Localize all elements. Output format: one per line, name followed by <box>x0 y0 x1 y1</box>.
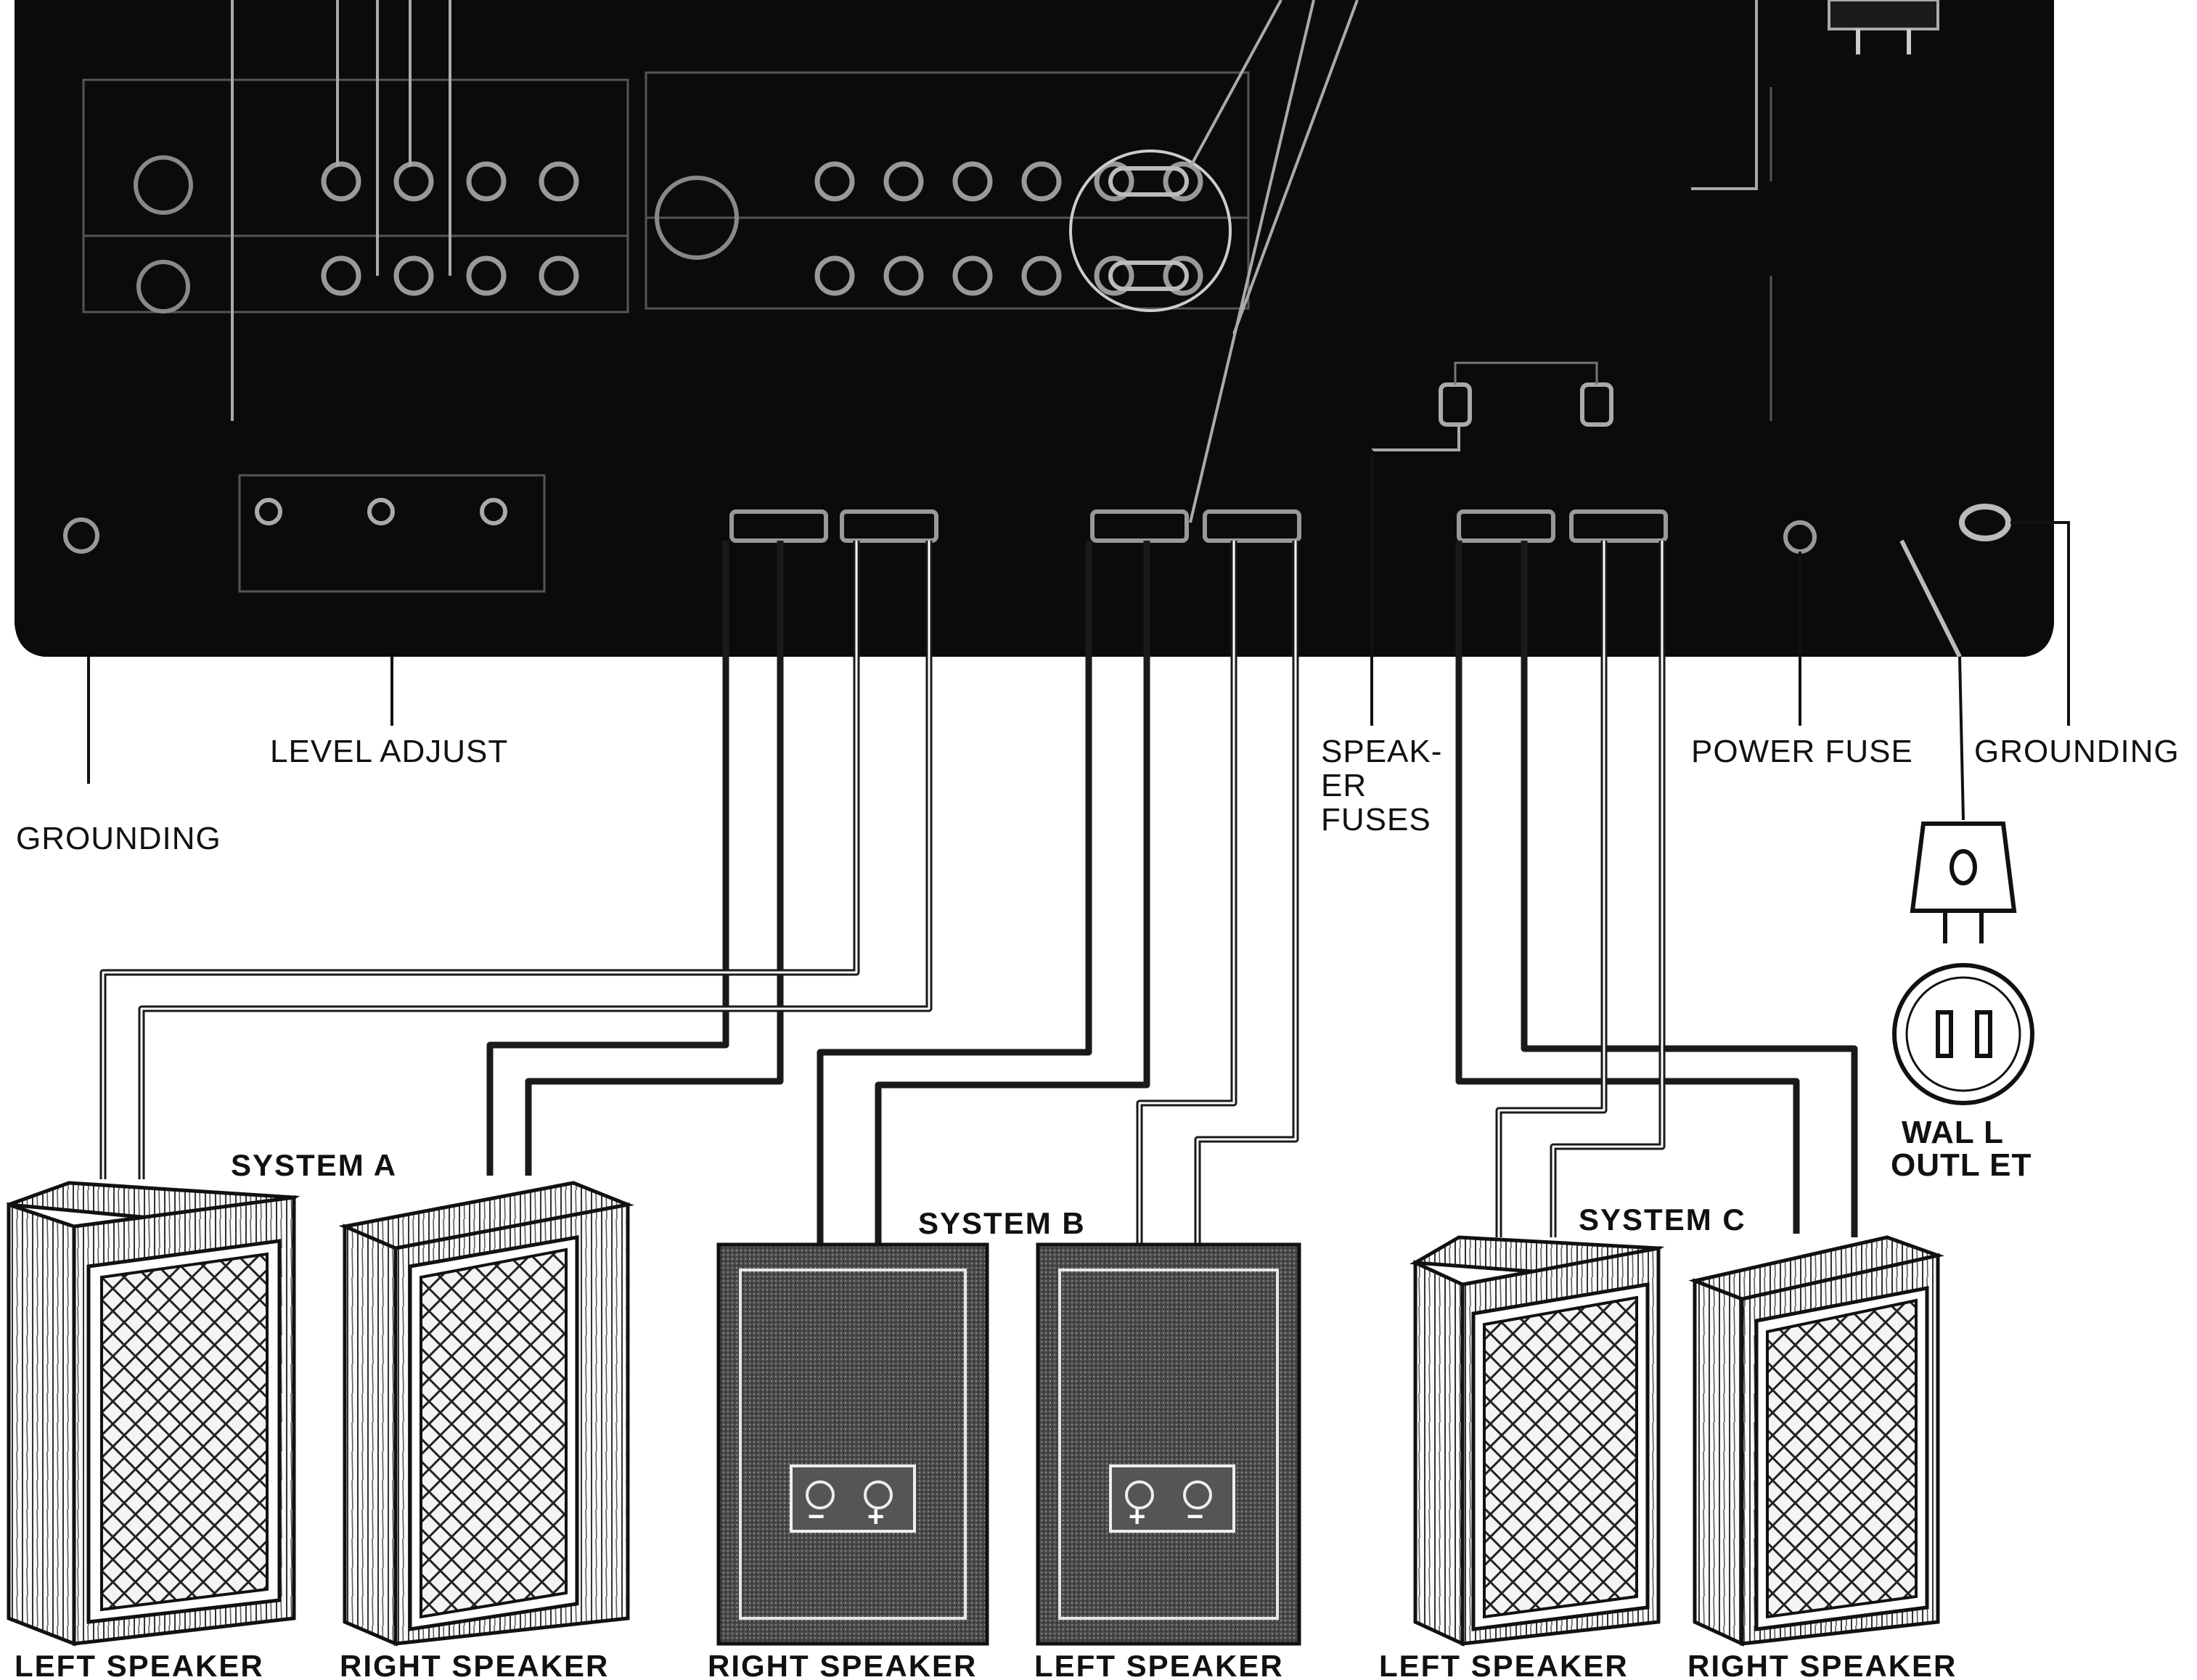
system-a-label: SYSTEM A <box>231 1148 397 1182</box>
speaker-label-a-left: LEFT SPEAKER <box>15 1649 264 1680</box>
jumper-bar[interactable] <box>1108 166 1189 197</box>
wall-outlet-label-1: WAL L <box>1902 1115 2004 1150</box>
level-adjust-knobs[interactable] <box>255 498 507 525</box>
level-adjust-panel <box>238 474 546 593</box>
speaker-label-b-left: LEFT SPEAKER <box>1034 1649 1284 1680</box>
terminal-minus-label: − <box>1187 1501 1203 1533</box>
grounding-label-right: GROUNDING <box>1974 734 2180 769</box>
power-fuse-label: POWER FUSE <box>1691 734 1913 769</box>
speaker-terminals[interactable] <box>729 509 1668 543</box>
ground-terminal-left[interactable] <box>63 517 99 554</box>
tape-din-socket[interactable] <box>655 176 739 260</box>
wall-outlet <box>1892 963 2034 1105</box>
power-plug[interactable] <box>1910 821 2017 943</box>
jumper-bar[interactable] <box>1108 261 1189 291</box>
speaker-cabinet-a-left <box>7 1181 300 1647</box>
level-adjust-label: LEVEL ADJUST <box>270 734 508 769</box>
callout-leaders <box>87 450 2070 821</box>
terminal-screw[interactable] <box>806 1480 835 1509</box>
speaker-label-a-right: RIGHT SPEAKER <box>340 1649 609 1680</box>
speaker-back-b-right <box>716 1242 989 1646</box>
input-jack-panel <box>82 78 629 314</box>
terminal-plate <box>1109 1464 1235 1533</box>
system-b-label: SYSTEM B <box>918 1206 1086 1240</box>
rca-jacks-top[interactable] <box>321 161 1203 202</box>
terminal-screw[interactable] <box>1183 1480 1212 1509</box>
ac-outlet-top <box>1828 0 1939 30</box>
speaker-cabinet-a-right <box>338 1181 634 1647</box>
speaker-cabinet-c-left <box>1409 1235 1665 1647</box>
speaker-fuses-label-2: ER <box>1321 768 1367 803</box>
terminal-plate <box>790 1464 916 1533</box>
amplifier-rear-panel <box>15 0 2054 658</box>
speaker-label-b-right: RIGHT SPEAKER <box>708 1649 977 1680</box>
terminal-plus-label: + <box>1129 1501 1145 1533</box>
speaker-label-c-left: LEFT SPEAKER <box>1379 1649 1629 1680</box>
wall-outlet-label-2: OUTL ET <box>1891 1147 2032 1183</box>
terminal-minus-label: − <box>808 1501 825 1533</box>
speaker-label-c-right: RIGHT SPEAKER <box>1687 1649 1957 1680</box>
system-c-label: SYSTEM C <box>1579 1202 1746 1237</box>
terminal-plus-label: + <box>867 1501 884 1533</box>
speaker-fuses-label-1: SPEAK- <box>1321 734 1442 769</box>
terminal-screw[interactable] <box>864 1480 893 1509</box>
grounding-label-left: GROUNDING <box>16 821 221 856</box>
ground-terminal-right[interactable] <box>1959 504 2011 541</box>
speaker-back-b-left <box>1036 1242 1301 1646</box>
speaker-fuses-label-3: FUSES <box>1321 802 1431 837</box>
din-socket[interactable] <box>134 155 193 215</box>
tape-jack-panel <box>645 71 1250 310</box>
rca-jacks-bottom[interactable] <box>321 255 1203 296</box>
terminal-screw[interactable] <box>1125 1480 1154 1509</box>
speaker-cabinet-c-right <box>1688 1235 1945 1647</box>
din-socket[interactable] <box>136 260 190 314</box>
